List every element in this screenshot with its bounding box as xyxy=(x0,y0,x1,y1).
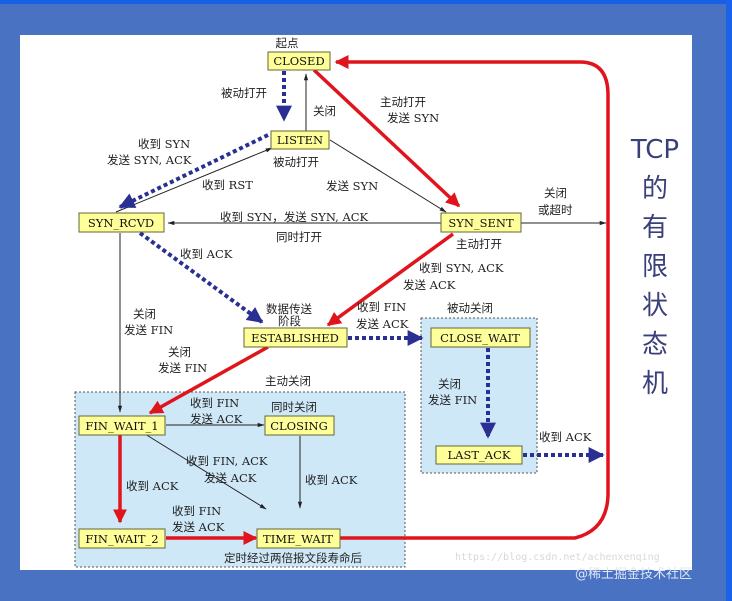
svg-text:同时打开: 同时打开 xyxy=(276,230,322,244)
svg-text:主动关闭: 主动关闭 xyxy=(265,374,311,388)
svg-text:LAST_ACK: LAST_ACK xyxy=(448,448,511,462)
svg-text:CLOSE_WAIT: CLOSE_WAIT xyxy=(440,331,520,345)
svg-text:数据传送: 数据传送 xyxy=(266,302,312,316)
state-fin-wait-1: FIN_WAIT_1 xyxy=(78,415,166,436)
state-syn-sent: SYN_SENT xyxy=(440,212,522,233)
state-close-wait: CLOSE_WAIT xyxy=(430,327,531,348)
svg-text:发送 FIN: 发送 FIN xyxy=(158,361,207,375)
svg-text:发送 ACK: 发送 ACK xyxy=(403,278,456,292)
svg-text:关闭: 关闭 xyxy=(313,104,336,118)
svg-text:收到 ACK: 收到 ACK xyxy=(126,479,179,493)
svg-text:SYN_RCVD: SYN_RCVD xyxy=(88,216,154,230)
svg-text:收到 ACK: 收到 ACK xyxy=(539,430,592,444)
svg-text:发送 ACK: 发送 ACK xyxy=(356,317,409,331)
svg-text:收到 SYN, ACK: 收到 SYN, ACK xyxy=(419,261,504,275)
state-time-wait: TIME_WAIT xyxy=(256,528,341,549)
svg-text:关闭: 关闭 xyxy=(438,377,461,391)
svg-text:收到 FIN: 收到 FIN xyxy=(357,300,406,314)
svg-text:限: 限 xyxy=(642,252,668,282)
watermark-url: https://blog.csdn.net/achenxenqing xyxy=(455,552,660,563)
svg-text:关闭: 关闭 xyxy=(168,345,191,359)
svg-text:机: 机 xyxy=(642,369,668,399)
credit-text: @稀土掘金技术社区 xyxy=(575,566,692,582)
svg-text:TCP: TCP xyxy=(630,135,679,165)
svg-text:被动打开: 被动打开 xyxy=(221,86,267,100)
diagram-title: TCP 的 有 限 状 态 机 xyxy=(630,135,679,399)
svg-text:收到 FIN: 收到 FIN xyxy=(190,396,239,410)
svg-text:收到 SYN，发送 SYN, ACK: 收到 SYN，发送 SYN, ACK xyxy=(220,210,369,224)
transition-labels: 起点 被动打开 关闭 被动打开 主动打开 发送 SYN 收到 SYN 发送 SY… xyxy=(107,36,592,565)
svg-text:收到 RST: 收到 RST xyxy=(202,178,253,192)
right-edge xyxy=(726,0,732,601)
svg-text:收到 ACK: 收到 ACK xyxy=(180,247,233,261)
state-closing: CLOSING xyxy=(264,415,335,436)
svg-text:发送 SYN, ACK: 发送 SYN, ACK xyxy=(107,153,192,167)
state-last-ack: LAST_ACK xyxy=(435,445,523,465)
svg-text:ESTABLISHED: ESTABLISHED xyxy=(251,331,339,345)
state-fin-wait-2: FIN_WAIT_2 xyxy=(78,528,166,549)
top-edge xyxy=(0,0,732,4)
svg-text:CLOSED: CLOSED xyxy=(273,54,324,68)
svg-text:或超时: 或超时 xyxy=(538,203,573,217)
svg-text:状: 状 xyxy=(642,291,668,321)
state-listen: LISTEN xyxy=(270,130,330,150)
svg-text:的: 的 xyxy=(642,174,668,204)
svg-text:被动打开: 被动打开 xyxy=(273,155,319,169)
svg-text:主动打开: 主动打开 xyxy=(456,237,502,251)
svg-text:发送 ACK: 发送 ACK xyxy=(190,412,243,426)
svg-text:SYN_SENT: SYN_SENT xyxy=(448,216,514,230)
svg-text:发送 ACK: 发送 ACK xyxy=(204,471,257,485)
svg-text:同时关闭: 同时关闭 xyxy=(271,400,317,414)
svg-text:收到 SYN: 收到 SYN xyxy=(138,137,190,151)
svg-text:收到 FIN: 收到 FIN xyxy=(172,504,221,518)
svg-text:FIN_WAIT_1: FIN_WAIT_1 xyxy=(85,419,158,433)
svg-text:关闭: 关闭 xyxy=(544,186,567,200)
svg-text:有: 有 xyxy=(642,213,668,243)
svg-text:收到 ACK: 收到 ACK xyxy=(305,473,358,487)
svg-text:阶段: 阶段 xyxy=(278,314,301,328)
svg-text:被动关闭: 被动关闭 xyxy=(447,301,493,315)
svg-text:TIME_WAIT: TIME_WAIT xyxy=(263,532,333,546)
svg-text:发送 ACK: 发送 ACK xyxy=(172,520,225,534)
svg-text:主动打开: 主动打开 xyxy=(380,95,426,109)
svg-text:LISTEN: LISTEN xyxy=(277,133,323,147)
svg-text:发送 SYN: 发送 SYN xyxy=(326,179,378,193)
state-syn-rcvd: SYN_RCVD xyxy=(78,212,165,233)
svg-text:发送 FIN: 发送 FIN xyxy=(428,393,477,407)
state-established: ESTABLISHED xyxy=(243,327,348,348)
svg-text:发送 FIN: 发送 FIN xyxy=(124,323,173,337)
svg-text:发送 SYN: 发送 SYN xyxy=(387,111,439,125)
svg-text:定时经过两倍报文段寿命后: 定时经过两倍报文段寿命后 xyxy=(224,551,362,565)
svg-text:FIN_WAIT_2: FIN_WAIT_2 xyxy=(85,532,158,546)
state-closed: CLOSED xyxy=(267,51,331,71)
svg-text:起点: 起点 xyxy=(276,36,299,50)
svg-text:收到 FIN, ACK: 收到 FIN, ACK xyxy=(186,454,268,468)
svg-text:关闭: 关闭 xyxy=(133,307,156,321)
svg-text:CLOSING: CLOSING xyxy=(270,419,328,433)
svg-text:态: 态 xyxy=(642,330,668,360)
